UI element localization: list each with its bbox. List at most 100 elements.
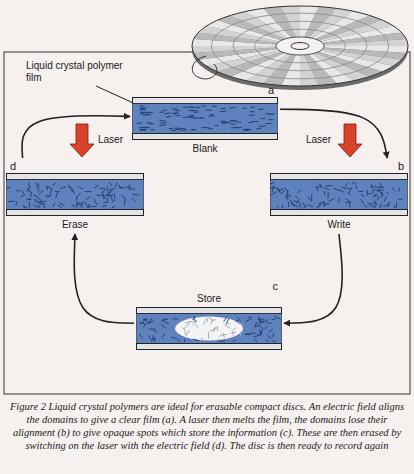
domain-stroke	[233, 339, 236, 342]
laser-label: Laser	[306, 134, 338, 146]
domain-stroke	[398, 199, 402, 200]
domain-stroke	[177, 338, 181, 342]
domain-stroke	[175, 115, 181, 117]
domain-stroke	[30, 192, 32, 197]
domain-stroke	[159, 124, 166, 126]
domain-stroke	[59, 203, 64, 206]
domain-stroke	[180, 128, 185, 129]
domain-stroke	[243, 108, 247, 109]
domain-stroke	[272, 185, 274, 191]
domain-stroke	[85, 191, 92, 192]
domain-stroke	[299, 202, 301, 207]
domain-stroke	[139, 130, 145, 131]
domain-stroke	[248, 122, 253, 124]
domain-stroke	[139, 323, 145, 324]
domain-stroke	[161, 334, 165, 338]
compact-disc	[192, 6, 408, 90]
domain-stroke	[352, 182, 356, 183]
film-cross-section	[6, 173, 144, 217]
domain-stroke	[237, 323, 244, 325]
domain-stroke	[288, 202, 289, 207]
domain-stroke	[345, 199, 349, 201]
domain-stroke	[229, 107, 235, 109]
domain-stroke	[26, 198, 31, 200]
domain-stroke	[149, 328, 156, 329]
domain-stroke	[240, 331, 242, 337]
domain-stroke	[174, 113, 180, 114]
domain-stroke	[210, 114, 214, 115]
domain-stroke	[208, 332, 209, 339]
domain-stroke	[223, 333, 225, 338]
cycle-arrow	[22, 116, 130, 158]
disc-hub	[276, 37, 324, 55]
domain-stroke	[269, 329, 273, 332]
domain-stroke	[373, 194, 377, 197]
panel-letter: a	[132, 84, 278, 96]
domain-stroke	[195, 107, 200, 109]
domain-stroke	[186, 330, 190, 335]
domain-stroke	[108, 190, 112, 194]
domain-stroke	[253, 335, 259, 337]
domain-stroke	[231, 127, 237, 128]
film-panel: dErase	[6, 160, 144, 232]
domain-stroke	[191, 117, 197, 119]
domain-stroke	[265, 123, 271, 124]
domain-stroke	[246, 319, 251, 322]
glass-plate	[7, 210, 144, 216]
domain-stroke	[196, 118, 203, 119]
domain-stroke	[333, 188, 339, 190]
domain-stroke	[392, 187, 395, 191]
domain-stroke	[81, 202, 82, 208]
domain-stroke	[364, 205, 368, 207]
domain-stroke	[183, 117, 190, 118]
domain-stroke	[247, 317, 251, 318]
domain-stroke	[204, 319, 207, 325]
disc-track	[255, 29, 346, 63]
domain-stroke	[255, 325, 261, 326]
domain-stroke	[55, 191, 60, 192]
domain-stroke	[94, 199, 97, 205]
domain-stroke	[344, 187, 350, 189]
domain-stroke	[255, 322, 257, 327]
domain-stroke	[369, 205, 375, 208]
domain-stroke	[126, 186, 132, 188]
glass-plate	[271, 174, 408, 180]
domain-stroke	[302, 203, 305, 206]
domain-stroke	[139, 334, 143, 338]
domain-stroke	[56, 192, 58, 198]
part-label: Liquid crystal polymer film	[26, 60, 132, 84]
domain-stroke	[53, 203, 55, 207]
domain-stroke	[47, 186, 52, 189]
domain-stroke	[151, 337, 153, 342]
domain-stroke	[27, 189, 32, 193]
domain-stroke	[339, 190, 343, 192]
domain-stroke	[349, 202, 350, 207]
figure-frame	[4, 52, 410, 394]
domain-stroke	[119, 187, 125, 189]
domain-stroke	[367, 203, 373, 204]
film-panel: cStore	[136, 280, 282, 352]
cycle-arrow	[280, 109, 387, 158]
domain-stroke	[20, 195, 25, 198]
domain-stroke	[40, 201, 46, 202]
domain-stroke	[233, 328, 237, 331]
domain-stroke	[315, 186, 320, 188]
domain-stroke	[260, 118, 265, 119]
domain-stroke	[220, 108, 225, 110]
domain-stroke	[60, 187, 66, 189]
domain-stroke	[38, 204, 41, 207]
domain-stroke	[124, 198, 126, 205]
domain-stroke	[221, 122, 226, 124]
polymer-film	[137, 314, 282, 344]
domain-stroke	[184, 332, 186, 336]
domain-stroke	[162, 110, 167, 112]
domain-stroke	[22, 190, 24, 194]
domain-stroke	[317, 186, 318, 191]
domain-stroke	[16, 190, 20, 192]
domain-stroke	[37, 197, 42, 201]
domain-stroke	[210, 330, 215, 331]
domain-stroke	[290, 200, 293, 206]
domain-stroke	[144, 319, 149, 324]
domain-stroke	[109, 188, 115, 190]
domain-stroke	[372, 189, 374, 193]
